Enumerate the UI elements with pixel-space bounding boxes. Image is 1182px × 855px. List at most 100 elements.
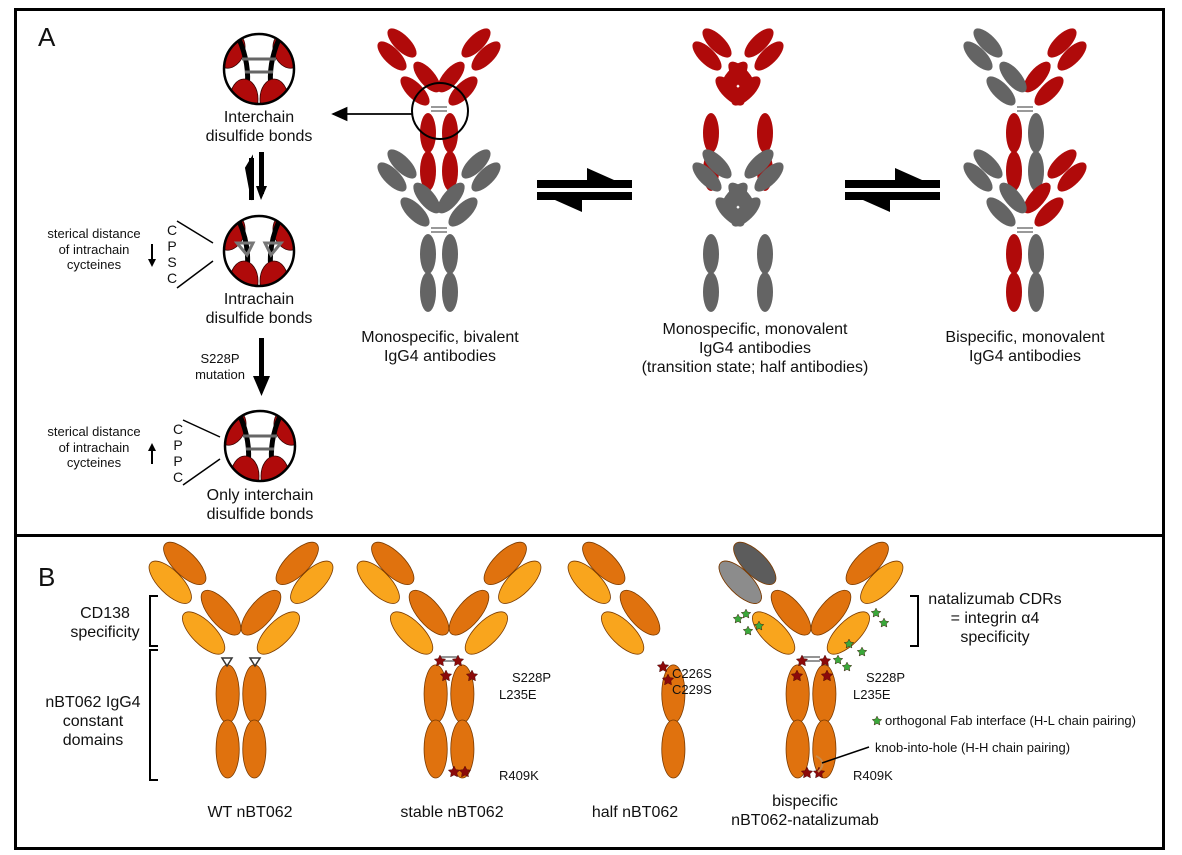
residue: P [173, 453, 183, 469]
bracket-constant [149, 649, 158, 781]
half-antibody-right [963, 149, 1044, 312]
fc-ch2 [442, 113, 458, 153]
light-chain-cl [715, 76, 745, 106]
name-line: nBT062-natalizumab [731, 812, 879, 830]
fab-interface-star-icon [878, 617, 890, 628]
constant-domains-label: nBT062 IgG4 constant domains [38, 693, 148, 751]
fc-ch2 [420, 113, 436, 153]
heavy-chain-ch1 [619, 589, 661, 636]
sequence-connector [182, 419, 221, 438]
half-antibody-left [785, 541, 904, 779]
label-line: domains [62, 732, 124, 750]
construct-name-bispecific: bispecific nBT062-natalizumab [715, 792, 895, 830]
heavy-chain-vh [1047, 149, 1077, 179]
inset-content [225, 411, 295, 481]
light-chain-vl [754, 41, 784, 71]
heavy-chain-vh [163, 541, 207, 585]
light-chain-vl [471, 41, 501, 71]
light-chain-cl [182, 611, 226, 655]
construct-name-stable: stable nBT062 [400, 804, 504, 821]
residue: C [172, 469, 184, 485]
mutation-star-icon [439, 669, 453, 682]
reverse-bar [537, 192, 632, 200]
inset-interchain-caption: Interchain disulfide bonds [200, 108, 318, 146]
caption-line: Intrachain [223, 291, 295, 308]
mutation-star-icon [790, 669, 804, 682]
fc-ch2 [1006, 234, 1022, 274]
antibody-bispecific-nbt062-natalizumab [718, 541, 904, 779]
fc-ch3 [785, 719, 810, 779]
fc-ch3 [1028, 272, 1044, 312]
legend-knob-into-hole: knob-into-hole (H-H chain pairing) [875, 740, 1071, 755]
mutation-label: R409K [853, 768, 893, 783]
inset-circle [222, 32, 296, 106]
steric-note-interchain: sterical distance of intrachain cycteine… [34, 424, 154, 471]
label-line: CD138 [80, 605, 130, 622]
antibody-red-bivalent [377, 28, 501, 191]
mutation-star-icon [458, 765, 472, 778]
forward-bar [845, 180, 940, 188]
natalizumab-cdr-label: natalizumab CDRs = integrin α4 specifici… [920, 590, 1070, 648]
light-chain-vl [754, 162, 784, 192]
fab-interface-star-icon [740, 608, 752, 619]
forward-bar [537, 180, 632, 188]
light-chain-cl [464, 611, 508, 655]
light-chain-vl [290, 560, 334, 604]
reverse-bar [845, 192, 940, 200]
heavy-chain-ch1 [999, 61, 1027, 93]
half-antibody-left [1006, 28, 1087, 191]
species-caption-half: Monospecific, monovalent IgG4 antibodies… [620, 320, 890, 378]
fab-interface-star-icon [856, 646, 868, 657]
light-chain-cl [715, 197, 745, 227]
steric-note-intrachain: sterical distance of intrachain cycteine… [34, 226, 154, 273]
antibody-half-nbt062 [567, 541, 686, 779]
heavy-chain-vh [845, 541, 889, 585]
heavy-chain-vh [744, 28, 774, 58]
heavy-chain-ch1 [448, 589, 490, 636]
fc-ch2 [703, 113, 719, 153]
fc-ch3 [242, 719, 267, 779]
half-antibody-right [963, 28, 1044, 191]
fc-ch3 [423, 719, 448, 779]
fc-ch3 [450, 719, 475, 779]
light-chain-vl [718, 560, 762, 604]
heavy-chain-ch1 [200, 589, 242, 636]
fc-ch2 [442, 234, 458, 274]
light-chain-vl [148, 560, 192, 604]
heavy-chain-ch1 [437, 61, 465, 93]
heavy-chain-ch1 [437, 182, 465, 214]
heavy-chain-vh [702, 28, 732, 58]
note-line: of intrachain [58, 241, 130, 257]
residue: S [167, 254, 177, 270]
mutation-star-icon [433, 654, 447, 667]
sequence-connector [182, 458, 221, 486]
reverse-head [537, 192, 582, 212]
light-chain-cl [752, 611, 796, 655]
half-antibody-left [1006, 149, 1087, 312]
antibody-bispecific [963, 28, 1087, 191]
panel-divider [14, 534, 1165, 537]
inset-content [224, 34, 294, 104]
light-chain-cl [601, 611, 645, 655]
half-antibody-right [377, 149, 458, 312]
light-chain-cl [400, 197, 430, 227]
note-line: sterical distance [47, 226, 141, 241]
heavy-chain-vh [387, 149, 417, 179]
mutation-label: C226S [672, 666, 712, 681]
mutation-label: L235E [853, 687, 891, 702]
half-antibody-left [420, 28, 501, 191]
arrow-down-icon [148, 259, 156, 267]
note-line: of intrachain [58, 439, 130, 455]
heavy-chain-ch1 [728, 61, 756, 93]
inset-interchain [222, 32, 296, 106]
caption-line: IgG4 antibodies [383, 348, 497, 366]
heavy-chain-vh [461, 149, 491, 179]
residue: C [166, 222, 178, 238]
panel-b-label: B [38, 562, 56, 592]
half-antibody-right [356, 541, 475, 779]
half-antibody-right [377, 28, 458, 191]
species-caption-bivalent: Monospecific, bivalent IgG4 antibodies [335, 328, 545, 366]
intrachain-loop [233, 241, 256, 258]
panel-b-graphics [148, 541, 919, 781]
mutation-arrow [259, 338, 264, 378]
